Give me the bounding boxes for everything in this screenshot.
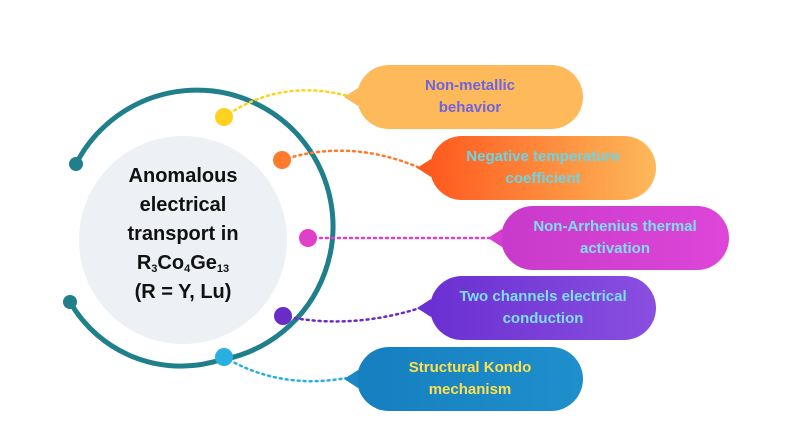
formula-ge: Ge xyxy=(190,252,217,274)
connector-1 xyxy=(222,89,350,119)
lower-ring-arc xyxy=(67,299,226,369)
callout-pointer xyxy=(488,229,502,247)
callout-non-arrhenius: Non-Arrhenius thermal activation xyxy=(488,206,729,270)
callout-label: Structural Kondo mechanism xyxy=(408,359,532,398)
callout-label: Non-Arrhenius thermal activation xyxy=(533,218,697,257)
center-circle xyxy=(79,136,287,344)
ring-end-dot-top xyxy=(69,157,83,171)
center-formula: R3Co4Ge13 xyxy=(100,249,266,278)
callout-structural-kondo: Structural Kondo mechanism xyxy=(344,347,583,411)
callout-label: Negative temperature coefficient xyxy=(466,148,620,187)
center-line-3: transport in xyxy=(127,223,239,245)
formula-sub-ge: 13 xyxy=(216,263,230,275)
connector-4 xyxy=(281,306,422,323)
node-dot-4 xyxy=(274,307,292,325)
callout-two-channels: Two channels electrical conduction xyxy=(417,276,656,340)
node-dot-1 xyxy=(215,108,233,126)
callout-pointer xyxy=(417,299,431,317)
callout-pointer xyxy=(344,370,358,388)
center-line-5: (R = Y, Lu) xyxy=(134,281,232,303)
node-dot-2 xyxy=(273,151,291,169)
node-dot-5 xyxy=(215,348,233,366)
center-title: Anomalous electrical transport in R3Co4G… xyxy=(100,162,266,307)
upper-ring-arc xyxy=(73,87,336,362)
center-line-1: Anomalous xyxy=(128,165,238,187)
callout-pointer xyxy=(417,159,431,177)
connector-2 xyxy=(280,149,422,170)
callout-non-metallic: Non-metallic behavior xyxy=(344,65,583,129)
callout-label: Two channels electrical conduction xyxy=(459,288,627,327)
node-dot-3 xyxy=(299,229,317,247)
callout-pointer xyxy=(344,88,358,106)
ring-end-dot-bottom xyxy=(63,295,77,309)
formula-co: Co xyxy=(157,252,185,274)
formula-sub-r: 3 xyxy=(151,263,158,275)
connector-5 xyxy=(222,355,348,383)
formula-r: R xyxy=(136,252,152,274)
callout-negative-temperature: Negative temperature coefficient xyxy=(417,136,656,200)
callout-label: Non-metallic behavior xyxy=(424,77,515,116)
center-line-2: electrical xyxy=(139,194,227,216)
formula-sub-co: 4 xyxy=(184,263,191,275)
